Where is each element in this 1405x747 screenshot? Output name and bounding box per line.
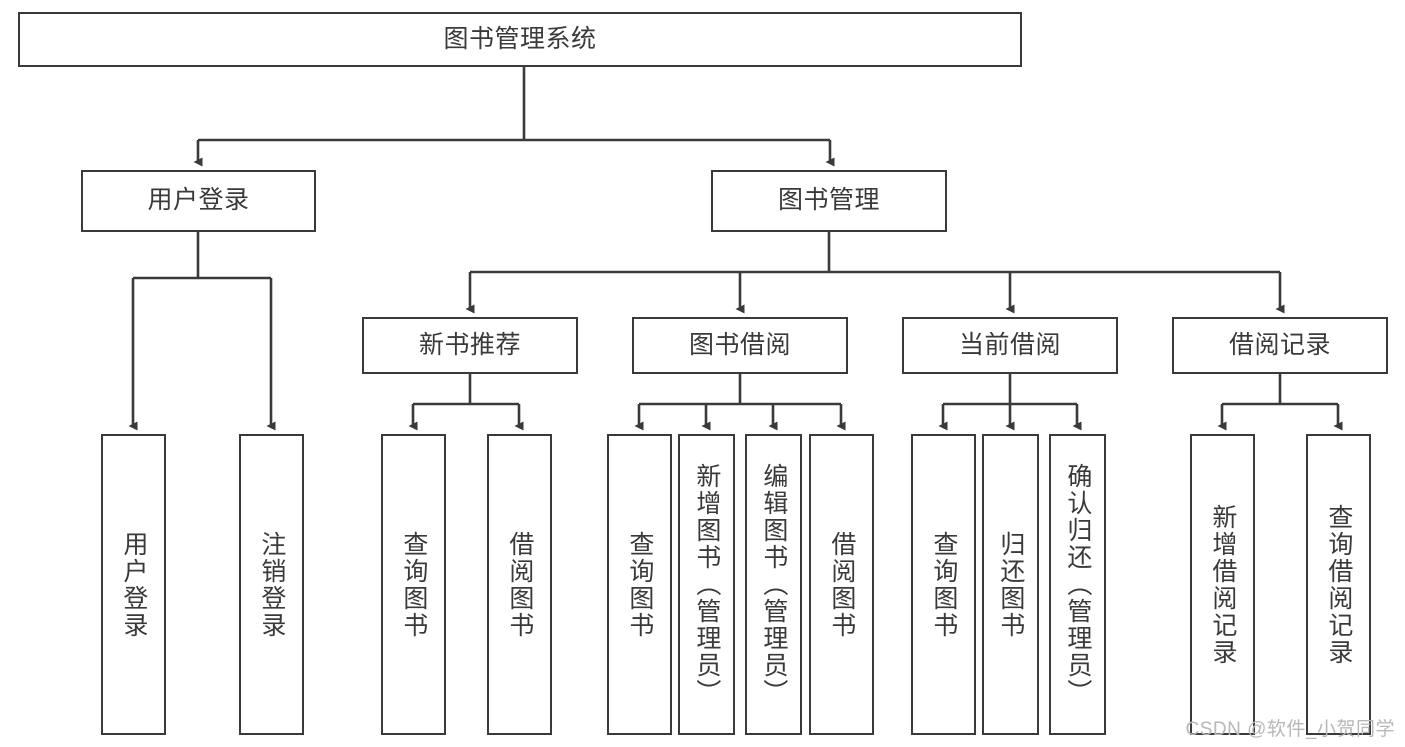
watermark-text: CSDN @软件_小贺同学 <box>1185 719 1395 740</box>
node-leaf-borrow-book-1[interactable]: 借阅图书 <box>487 434 552 735</box>
node-label: 注销登录 <box>257 530 286 639</box>
node-label: 用户登录 <box>119 530 148 639</box>
node-leaf-confirm-return[interactable]: 确认归还（管理员） <box>1049 434 1106 735</box>
node-borrow-record[interactable]: 借阅记录 <box>1172 317 1388 374</box>
node-label: 当前借阅 <box>958 330 1061 359</box>
node-new-book-rec[interactable]: 新书推荐 <box>362 317 578 374</box>
node-label: 归还图书 <box>996 530 1025 639</box>
node-leaf-logout[interactable]: 注销登录 <box>239 434 304 735</box>
node-leaf-borrow-book-2[interactable]: 借阅图书 <box>809 434 874 735</box>
node-label: 图书借阅 <box>688 330 791 359</box>
node-leaf-add-book[interactable]: 新增图书（管理员） <box>678 434 735 735</box>
node-label: 查询图书 <box>929 530 958 639</box>
node-label: 借阅图书 <box>827 530 856 639</box>
node-label: 新增借阅记录 <box>1208 503 1237 666</box>
node-leaf-query-book-2[interactable]: 查询图书 <box>607 434 672 735</box>
node-book-borrow[interactable]: 图书借阅 <box>632 317 848 374</box>
node-label: 确认归还（管理员） <box>1063 463 1092 706</box>
node-label: 查询图书 <box>399 530 428 639</box>
node-leaf-query-book-3[interactable]: 查询图书 <box>911 434 976 735</box>
node-label: 借阅记录 <box>1228 330 1331 359</box>
node-label: 新增图书（管理员） <box>692 463 721 706</box>
node-leaf-return-book[interactable]: 归还图书 <box>982 434 1039 735</box>
node-label: 编辑图书（管理员） <box>759 463 788 706</box>
node-label: 用户登录 <box>147 186 250 215</box>
node-current-borrow[interactable]: 当前借阅 <box>902 317 1118 374</box>
node-label: 借阅图书 <box>505 530 534 639</box>
node-label: 查询图书 <box>625 530 654 639</box>
node-leaf-user-login[interactable]: 用户登录 <box>101 434 166 735</box>
node-label: 查询借阅记录 <box>1324 503 1353 666</box>
node-label: 新书推荐 <box>418 330 521 359</box>
node-leaf-edit-book[interactable]: 编辑图书（管理员） <box>745 434 802 735</box>
node-leaf-query-record[interactable]: 查询借阅记录 <box>1306 434 1371 735</box>
node-user-login[interactable]: 用户登录 <box>81 170 316 232</box>
node-root-system[interactable]: 图书管理系统 <box>18 12 1022 67</box>
node-leaf-query-book-1[interactable]: 查询图书 <box>381 434 446 735</box>
node-label: 图书管理 <box>777 186 880 215</box>
node-book-manage[interactable]: 图书管理 <box>711 170 947 232</box>
node-label: 图书管理系统 <box>443 24 597 53</box>
node-leaf-add-record[interactable]: 新增借阅记录 <box>1190 434 1255 735</box>
